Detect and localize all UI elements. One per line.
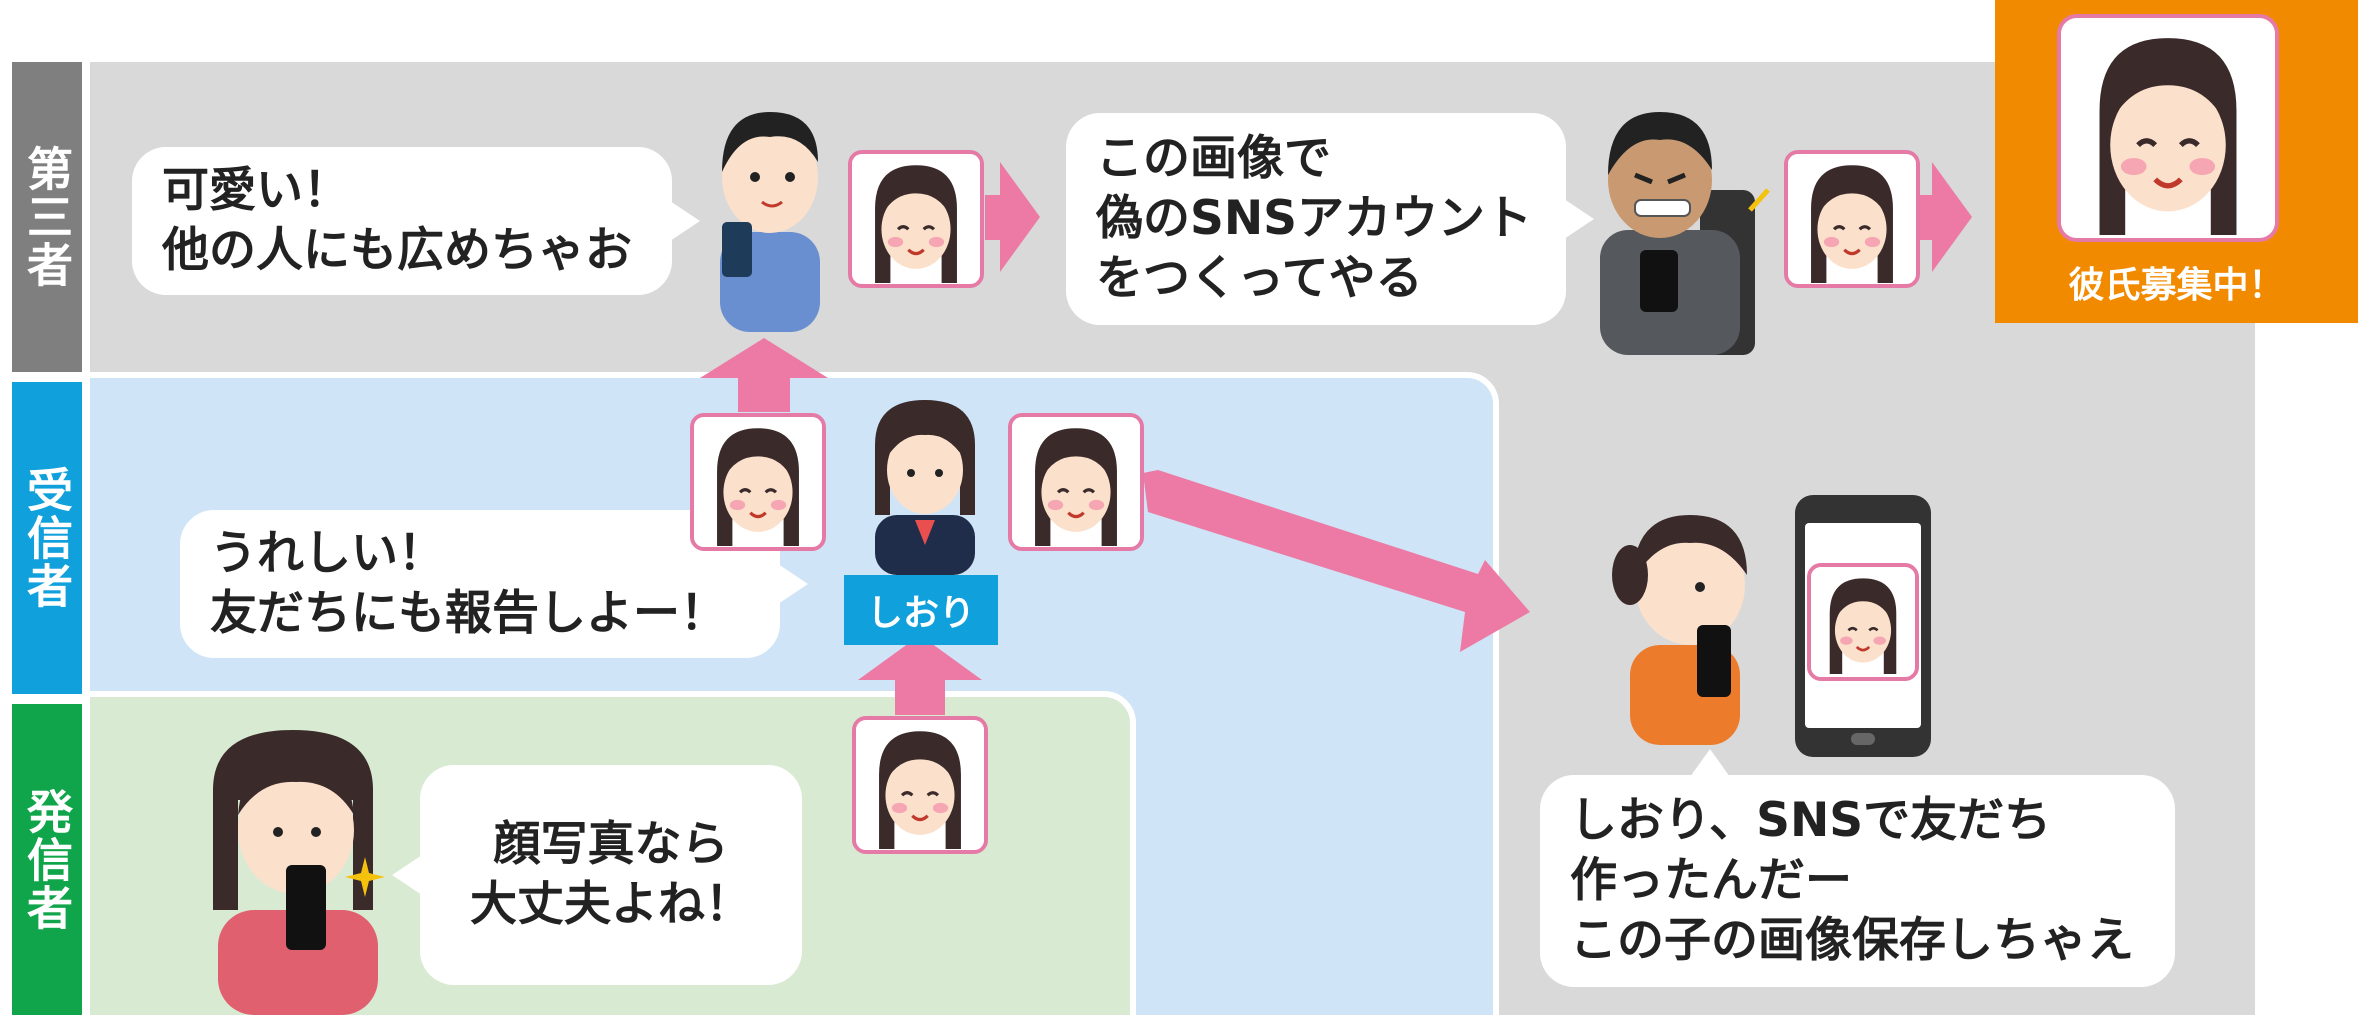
arrow-right-icon — [1920, 162, 1972, 272]
arrow-up-icon — [700, 338, 828, 412]
smartphone-screen — [1795, 495, 1931, 757]
fake-profile-photo — [2057, 14, 2279, 242]
third-party-boy-figure — [700, 92, 840, 332]
bubble-fake-account: この画像で 偽のSNSアカウント をつくってやる — [1066, 113, 1594, 325]
girl-photo — [1008, 413, 1144, 551]
friend-girl-figure — [1605, 495, 1775, 745]
girl-photo — [1784, 150, 1920, 288]
fake-profile-card: 彼氏募集中！ — [1995, 0, 2358, 323]
row-label-receiver: 受信者 — [12, 382, 82, 694]
girl-photo — [690, 413, 826, 551]
smartphone-icon — [1640, 250, 1678, 312]
smartphone-icon — [286, 865, 326, 950]
villain-figure — [1590, 100, 1770, 355]
bubble-receiver-happy: うれしい！ 友だちにも報告しよー！ — [180, 510, 808, 658]
sparkle-icon — [345, 857, 385, 897]
bubble-third-party-share: 可愛い！ 他の人にも広めちゃお — [132, 147, 700, 295]
receiver-name-tag: しおり — [844, 575, 998, 645]
arrow-right-icon — [1143, 470, 1530, 652]
fake-profile-caption: 彼氏募集中！ — [2068, 265, 2285, 306]
girl-photo — [852, 716, 988, 854]
receiver-girl-figure — [855, 395, 995, 575]
row-label-third-party: 第三者 — [12, 62, 82, 372]
sender-girl-figure — [198, 720, 398, 1015]
smartphone-icon — [722, 222, 752, 277]
smartphone-icon — [1697, 625, 1731, 697]
arrow-up-icon — [858, 635, 982, 715]
girl-photo — [1807, 563, 1919, 681]
row-label-sender: 発信者 — [12, 704, 82, 1015]
bubble-sender-ok: 顔写真なら 大丈夫よね！ — [392, 765, 802, 985]
girl-photo — [848, 150, 984, 288]
arrow-right-icon — [985, 162, 1040, 272]
bubble-friend-save: しおり、SNSで友だち 作ったんだー この子の画像保存しちゃえ — [1540, 749, 2175, 987]
